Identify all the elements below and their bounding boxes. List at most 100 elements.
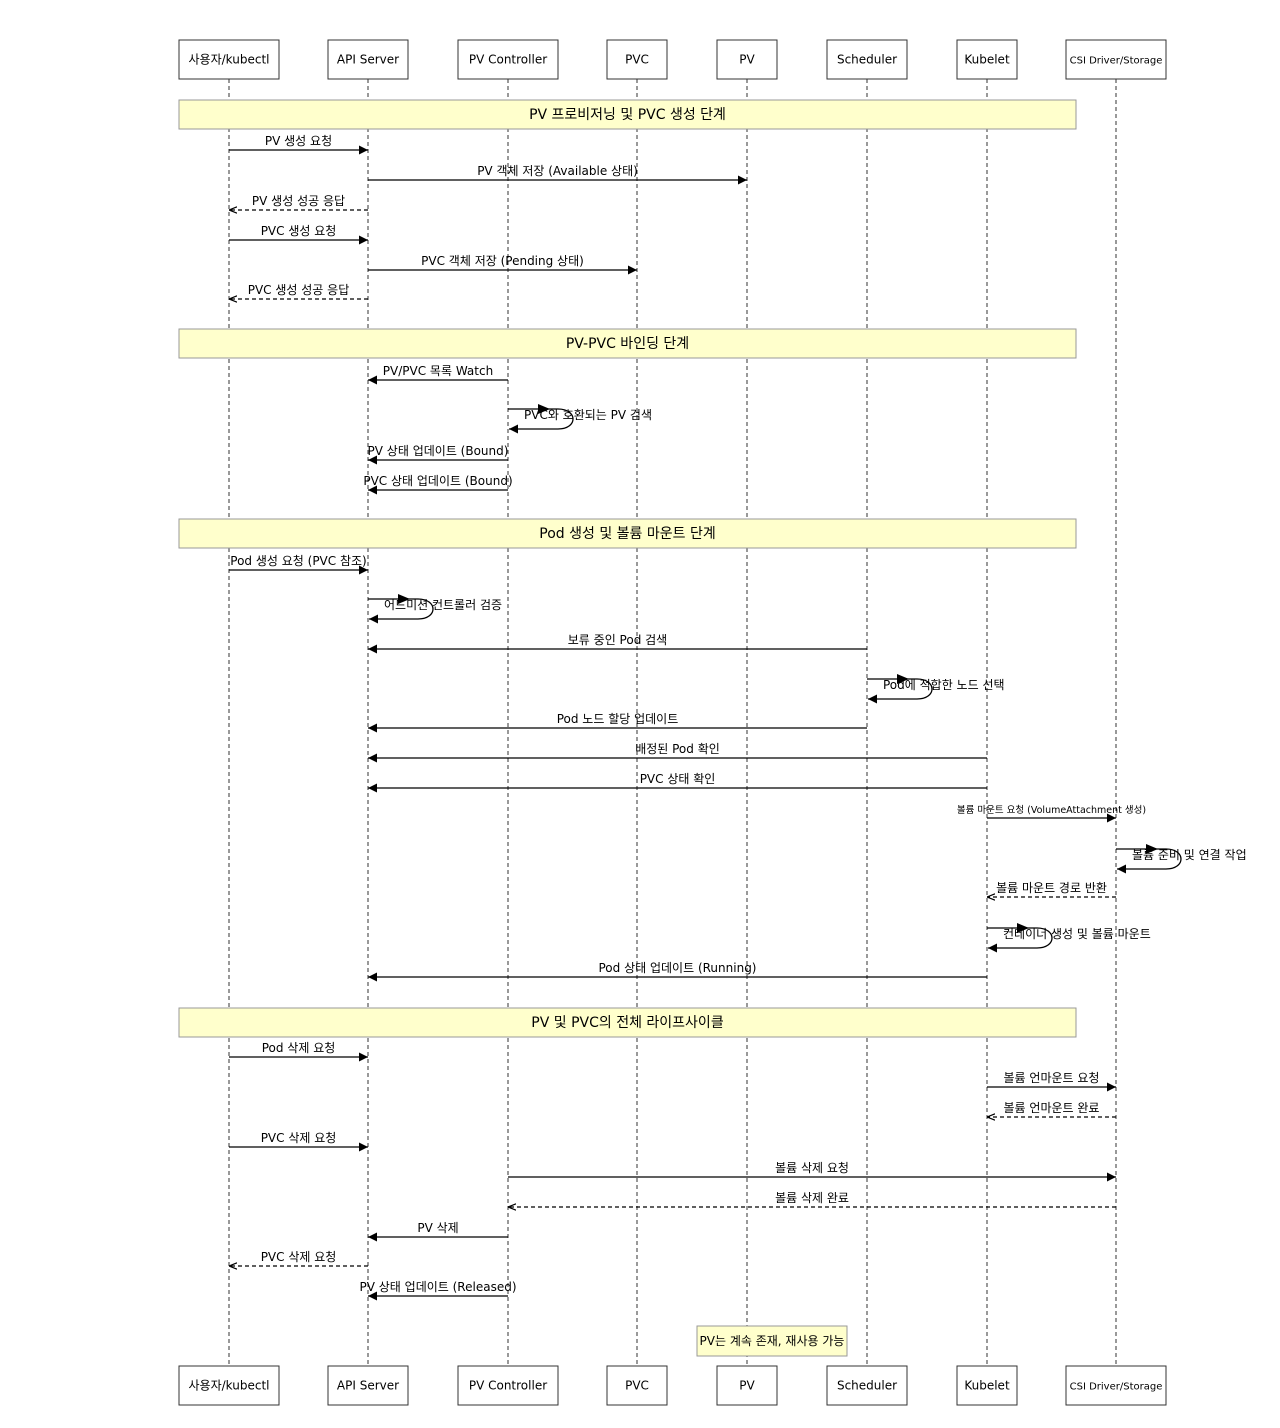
participant-label: PV Controller — [469, 1379, 547, 1393]
message: PV 상태 업데이트 (Released) — [360, 1280, 517, 1301]
note: PV는 계속 존재, 재사용 가능 — [696, 1325, 848, 1357]
message-label: 볼륨 언마운트 요청 — [1004, 1071, 1100, 1085]
message: 볼륨 삭제 요청 — [508, 1161, 1116, 1182]
message-label: PVC 생성 성공 응답 — [248, 283, 350, 297]
messages: PV 생성 요청 PV 객체 저장 (Available 상태)PV 생성 성공 … — [229, 134, 1247, 1301]
section-title: Pod 생성 및 볼륨 마운트 단계 — [539, 526, 715, 542]
participant-user-top: 사용자/kubectl — [178, 39, 280, 80]
message-label: PV 생성 요청 — [265, 134, 332, 148]
section-band: PV 프로비저닝 및 PVC 생성 단계 — [178, 99, 1077, 130]
message-label: Pod 노드 할당 업데이트 — [557, 712, 679, 726]
participant-kubelet-bottom: Kubelet — [956, 1365, 1018, 1406]
message: PV 생성 성공 응답 — [229, 194, 368, 210]
participant-box — [716, 1365, 778, 1406]
participant-box — [956, 1365, 1018, 1406]
message-label: 배정된 Pod 확인 — [635, 742, 720, 756]
participant-pvc_ctrl-bottom: PV Controller — [457, 1365, 559, 1406]
participant-csi-bottom: CSI Driver/Storage — [1065, 1365, 1167, 1406]
message: PV 객체 저장 (Available 상태) — [368, 164, 747, 185]
participant-label: 사용자/kubectl — [189, 1379, 270, 1393]
self-message-arrowhead — [1017, 923, 1029, 933]
participant-label: PV — [739, 1379, 755, 1393]
message-label: 볼륨 준비 및 연결 작업 — [1132, 848, 1247, 862]
message: 볼륨 언마운트 완료 — [987, 1101, 1116, 1117]
actors-top: 사용자/kubectl API Server PV Controller PVC PV S… — [178, 39, 1167, 80]
message: Pod 노드 할당 업데이트 — [368, 712, 867, 733]
message: 어드미션 컨트롤러 검증 — [368, 594, 502, 624]
self-message-arrow — [867, 678, 933, 704]
message: PVC 생성 성공 응답 — [229, 283, 368, 299]
participant-label: Kubelet — [964, 53, 1010, 67]
message: PVC 생성 요청 — [229, 224, 368, 245]
message-label: Pod 삭제 요청 — [262, 1041, 336, 1055]
participant-sched-bottom: Scheduler — [826, 1365, 908, 1406]
message-label: Pod 생성 요청 (PVC 참조) — [230, 554, 366, 568]
message: 볼륨 언마운트 요청 — [987, 1071, 1116, 1092]
participant-label: PVC — [625, 53, 649, 67]
message-label: 볼륨 마운트 경로 반환 — [996, 881, 1107, 895]
message: PVC 객체 저장 (Pending 상태) — [368, 254, 637, 275]
message-label: 보류 중인 Pod 검색 — [568, 633, 667, 647]
participant-box — [1065, 1365, 1167, 1406]
message: 볼륨 삭제 완료 — [508, 1191, 1116, 1207]
note-layer: PV는 계속 존재, 재사용 가능 — [696, 1325, 848, 1357]
section-band: Pod 생성 및 볼륨 마운트 단계 — [178, 518, 1077, 549]
note-text: PV는 계속 존재, 재사용 가능 — [700, 1334, 845, 1348]
participant-pvc-top: PVC — [606, 39, 668, 80]
message: PVC 상태 확인 — [368, 772, 987, 793]
section-box — [178, 518, 1077, 549]
participant-label: 사용자/kubectl — [189, 53, 270, 67]
participant-label: API Server — [337, 53, 399, 67]
participant-label: PV Controller — [469, 53, 547, 67]
self-message-arrowhead — [897, 674, 909, 684]
participant-user-bottom: 사용자/kubectl — [178, 1365, 280, 1406]
message: Pod 상태 업데이트 (Running) — [368, 961, 987, 982]
section-title: PV-PVC 바인딩 단계 — [566, 336, 689, 352]
participant-box — [826, 39, 908, 80]
message: PVC 삭제 요청 — [229, 1250, 368, 1266]
message: 볼륨 준비 및 연결 작업 — [1116, 844, 1247, 874]
section-title: PV 및 PVC의 전체 라이프사이클 — [531, 1015, 724, 1031]
message: 보류 중인 Pod 검색 — [368, 633, 867, 654]
message-label: PV 삭제 — [417, 1221, 458, 1235]
self-message-arrowhead — [398, 594, 410, 604]
message: PVC 상태 업데이트 (Bound) — [363, 474, 513, 495]
message-label: 볼륨 삭제 요청 — [775, 1161, 849, 1175]
participant-pvc_ctrl-top: PV Controller — [457, 39, 559, 80]
message-label: PVC와 호환되는 PV 검색 — [524, 408, 652, 422]
participant-pvc-bottom: PVC — [606, 1365, 668, 1406]
message-label: Pod 상태 업데이트 (Running) — [599, 961, 757, 975]
self-message-arrow — [508, 408, 574, 434]
note-box — [696, 1325, 848, 1357]
participant-pv-bottom: PV — [716, 1365, 778, 1406]
message-label: PVC 객체 저장 (Pending 상태) — [421, 254, 584, 268]
participant-pv-top: PV — [716, 39, 778, 80]
participant-label: PV — [739, 53, 755, 67]
message-label: PVC 생성 요청 — [261, 224, 337, 238]
lifelines — [228, 79, 1117, 1366]
participant-sched-top: Scheduler — [826, 39, 908, 80]
message-label: 어드미션 컨트롤러 검증 — [384, 598, 502, 612]
participant-box — [606, 1365, 668, 1406]
message-label: PVC 삭제 요청 — [261, 1250, 337, 1264]
message-label: 컨테이너 생성 및 볼륨 마운트 — [1003, 927, 1151, 941]
participant-label: Scheduler — [837, 53, 897, 67]
self-message-arrow — [1116, 848, 1182, 874]
message: Pod에 적합한 노드 선택 — [867, 674, 1005, 704]
section-bands: PV 프로비저닝 및 PVC 생성 단계 PV-PVC 바인딩 단계 Pod 생성 … — [178, 99, 1077, 1038]
message-label: 볼륨 마운트 요청 (VolumeAttachment 생성) — [957, 805, 1146, 816]
participant-label: CSI Driver/Storage — [1070, 56, 1163, 67]
participant-label: API Server — [337, 1379, 399, 1393]
section-title: PV 프로비저닝 및 PVC 생성 단계 — [529, 107, 726, 123]
self-message-arrow — [368, 598, 434, 624]
message-label: 볼륨 언마운트 완료 — [1004, 1101, 1100, 1115]
message: PVC와 호환되는 PV 검색 — [508, 404, 652, 434]
participant-label: Kubelet — [964, 1379, 1010, 1393]
section-box — [178, 328, 1077, 359]
participant-box — [327, 1365, 409, 1406]
participant-api-top: API Server — [327, 39, 409, 80]
message: 볼륨 마운트 경로 반환 — [987, 881, 1116, 897]
message: PV 삭제 — [368, 1221, 508, 1242]
participant-label: Scheduler — [837, 1379, 897, 1393]
section-box — [178, 1007, 1077, 1038]
